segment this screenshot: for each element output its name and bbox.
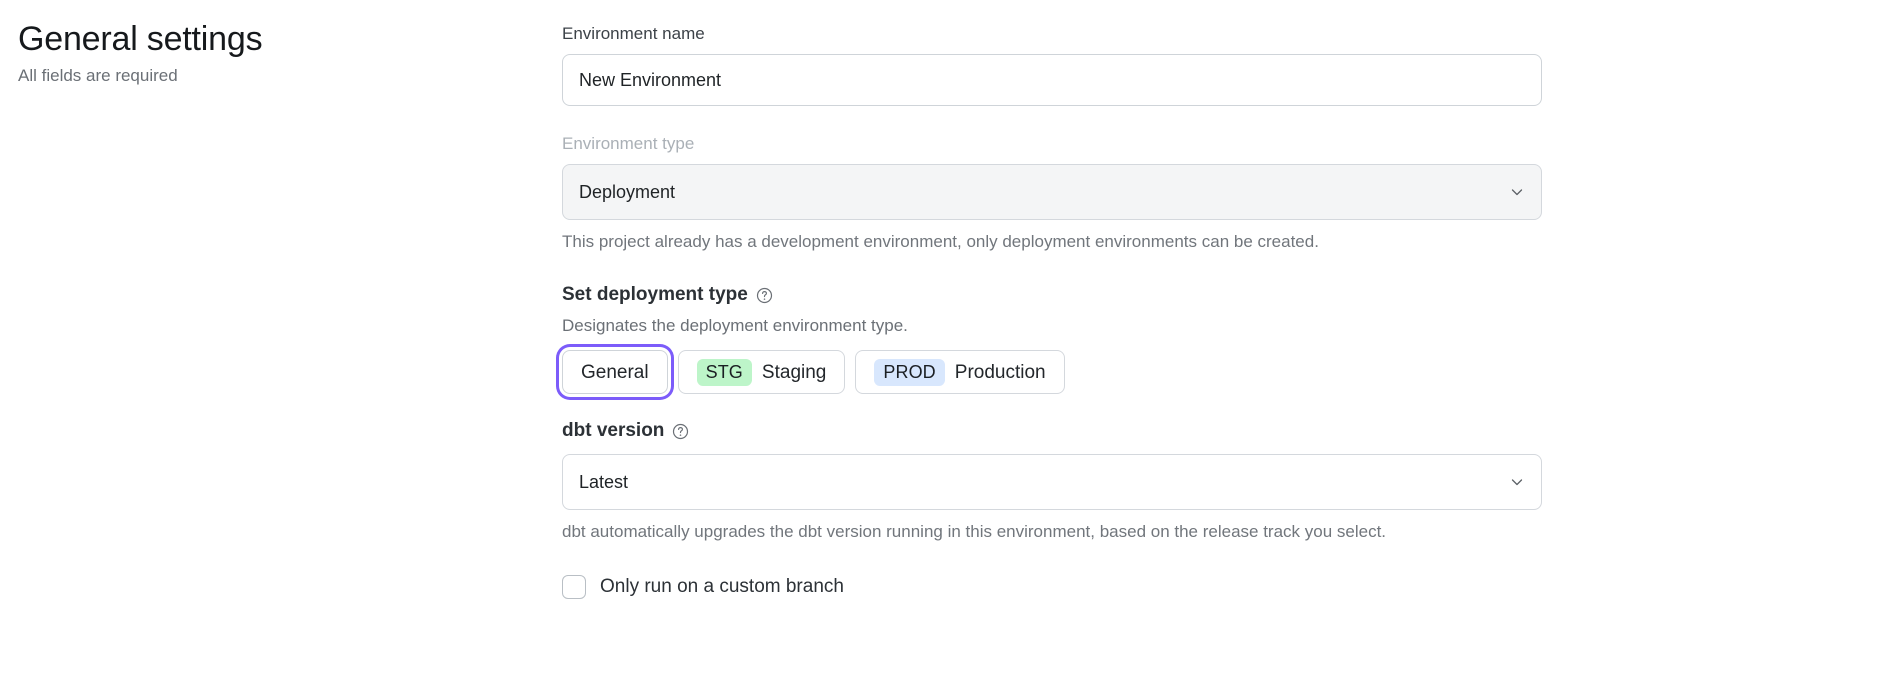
environment-name-label: Environment name <box>562 24 705 43</box>
environment-type-label: Environment type <box>562 134 695 153</box>
custom-branch-label[interactable]: Only run on a custom branch <box>600 576 844 597</box>
deployment-type-field: Set deployment type Designates the deplo… <box>562 282 1542 394</box>
dbt-version-value: Latest <box>579 471 629 492</box>
dbt-version-heading: dbt version <box>562 418 1542 444</box>
environment-name-input[interactable] <box>562 54 1542 106</box>
dbt-version-label: dbt version <box>562 420 665 441</box>
environment-type-note: This project already has a development e… <box>562 232 1319 251</box>
dbt-version-select-wrap: Latest <box>562 454 1542 510</box>
deployment-type-option-staging[interactable]: STG Staging <box>677 350 846 394</box>
page-subtitle: All fields are required <box>18 66 178 85</box>
settings-form-column: Environment name Environment type Deploy… <box>562 0 1890 600</box>
deployment-type-option-general-label: General <box>581 361 649 383</box>
chevron-down-icon <box>1509 184 1525 200</box>
deployment-type-description: Designates the deployment environment ty… <box>562 316 908 335</box>
deployment-type-option-general[interactable]: General <box>562 350 668 394</box>
production-badge: PROD <box>874 358 945 386</box>
page-title: General settings <box>18 20 263 58</box>
staging-badge: STG <box>696 358 752 386</box>
environment-type-select[interactable]: Deployment <box>562 164 1542 220</box>
custom-branch-row: Only run on a custom branch <box>562 574 1542 600</box>
environment-type-field: Environment type Deployment This project… <box>562 132 1542 254</box>
deployment-type-option-production-label: Production <box>954 361 1046 383</box>
environment-type-select-wrap: Deployment <box>562 164 1542 220</box>
dbt-version-field: dbt version Latest <box>562 418 1542 544</box>
deployment-type-heading: Set deployment type <box>562 282 1542 308</box>
deployment-type-option-production[interactable]: PROD Production <box>855 350 1065 394</box>
environment-name-field: Environment name <box>562 22 1542 106</box>
dbt-version-select[interactable]: Latest <box>562 454 1542 510</box>
custom-branch-checkbox[interactable] <box>562 575 586 599</box>
dbt-version-note: dbt automatically upgrades the dbt versi… <box>562 522 1387 541</box>
chevron-down-icon <box>1509 474 1525 490</box>
deployment-type-options: General STG Staging PROD Production <box>562 350 1542 394</box>
environment-type-value: Deployment <box>579 181 676 202</box>
question-circle-icon[interactable] <box>756 287 773 304</box>
settings-intro-column: General settings All fields are required <box>0 0 562 88</box>
question-circle-icon[interactable] <box>672 423 689 440</box>
deployment-type-heading-text: Set deployment type <box>562 284 748 305</box>
deployment-type-option-staging-label: Staging <box>761 361 827 383</box>
